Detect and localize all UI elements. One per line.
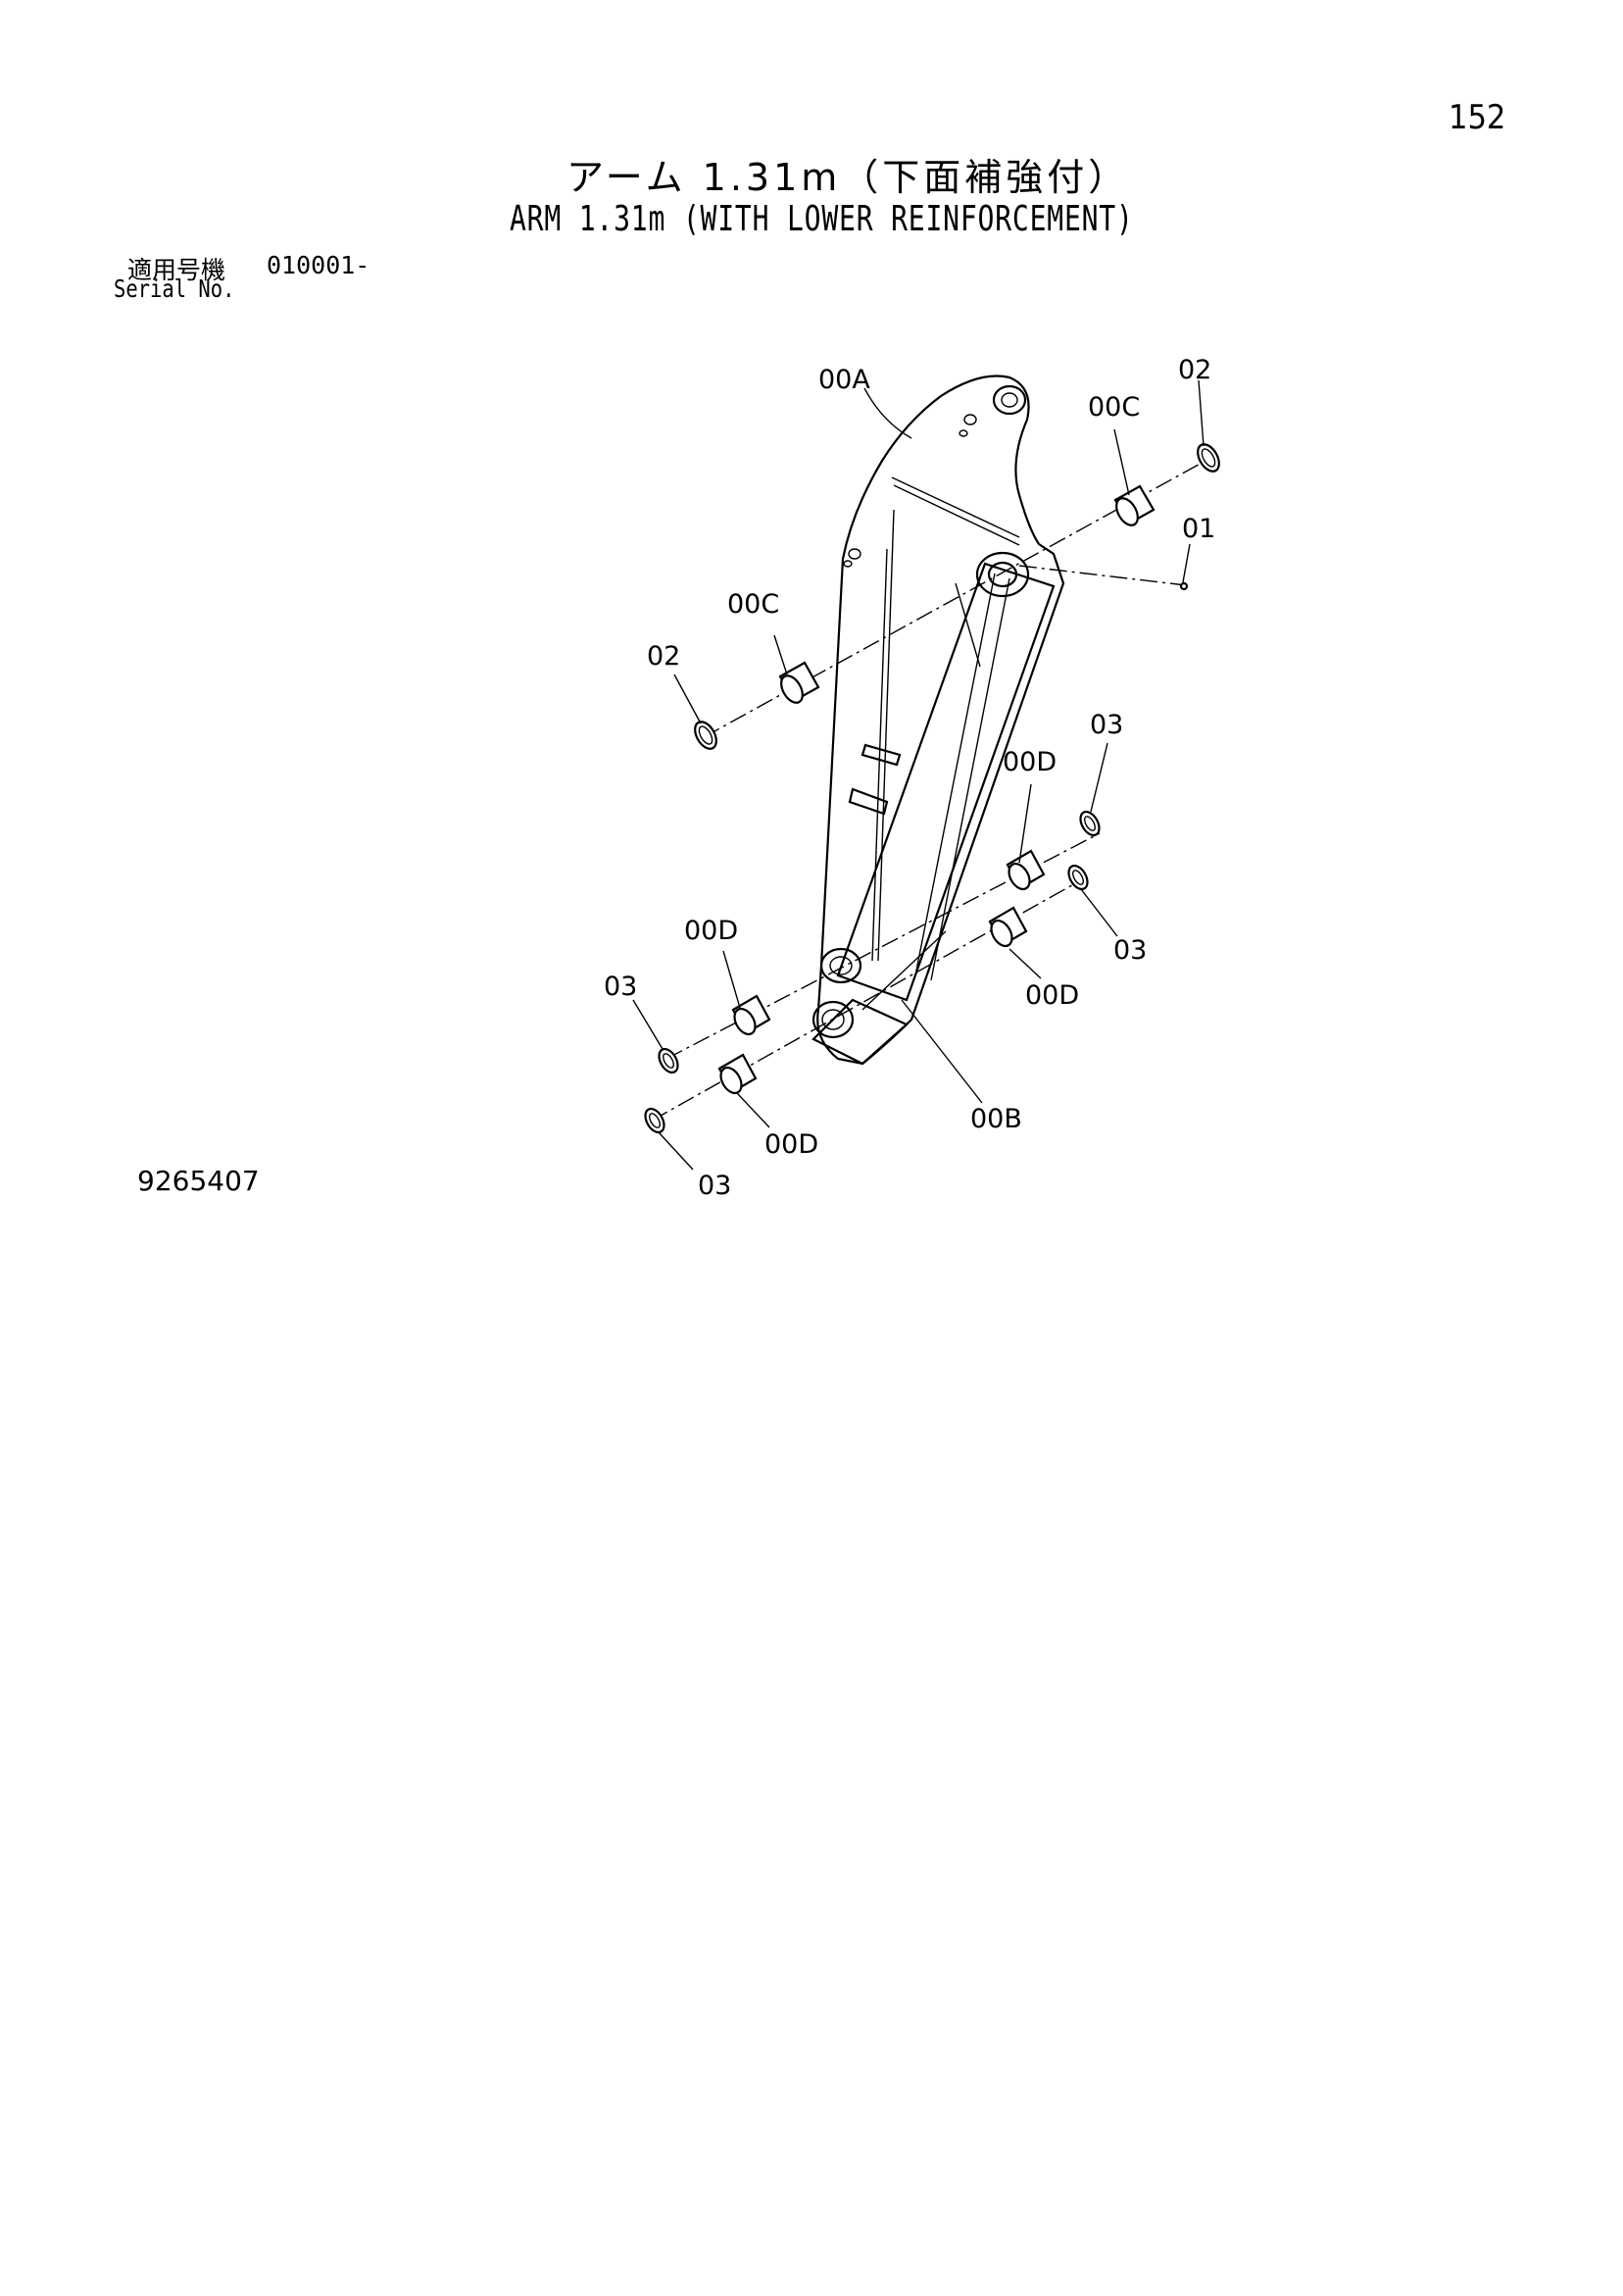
- callout-00D-right-upper: 00D: [1003, 747, 1057, 777]
- ring-03-left-upper: [658, 1047, 679, 1074]
- arm-drawing: [812, 374, 1065, 1066]
- callout-00A: 00A: [818, 365, 870, 395]
- page-title-japanese: アーム 1.31m（下面補強付）: [566, 156, 1130, 199]
- callout-03-left-lower: 03: [698, 1171, 731, 1201]
- page-title-english: ARM 1.31m (WITH LOWER REINFORCEMENT): [510, 199, 1134, 239]
- bushing-00D-left-lower: [717, 1053, 758, 1095]
- callout-01: 01: [1182, 514, 1215, 544]
- parts: [644, 443, 1220, 1134]
- serial-label-english: Serial No.: [114, 275, 235, 303]
- serial-label-japanese: 適用号機: [127, 256, 226, 284]
- drawing-number: 9265407: [137, 1165, 260, 1197]
- callout-02-right: 02: [1178, 355, 1211, 385]
- callout-03-left-upper: 03: [604, 972, 637, 1002]
- callout-00C-right: 00C: [1088, 392, 1140, 423]
- grease-fitting-01: [1179, 581, 1189, 591]
- ring-03-right-lower: [1067, 864, 1089, 891]
- page-number: 152: [1449, 98, 1506, 137]
- callout-00D-left-lower: 00D: [764, 1129, 818, 1160]
- bushing-00D-left-upper: [731, 994, 771, 1036]
- callout-00B: 00B: [970, 1104, 1022, 1134]
- callout-00C-left: 00C: [727, 589, 779, 620]
- ring-02-left: [694, 721, 717, 750]
- callout-03-right-lower: 03: [1113, 935, 1147, 966]
- callout-03-right-upper: 03: [1090, 710, 1123, 740]
- callout-00D-left-upper: 00D: [684, 916, 738, 946]
- bushing-00D-right-lower: [988, 906, 1028, 948]
- ring-02-right: [1197, 443, 1220, 473]
- ring-03-left-lower: [644, 1107, 665, 1134]
- bushing-00C-left: [778, 661, 820, 704]
- leader-lines: [632, 379, 1205, 1171]
- callout-00D-right-lower: 00D: [1025, 980, 1079, 1011]
- bushing-00C-right: [1113, 484, 1156, 526]
- serial-range: 010001-: [267, 251, 370, 279]
- callout-labels: 00A 00C 02 01 00C 02 03 00D 03 00D 00D 0…: [604, 355, 1215, 1201]
- callout-02-left: 02: [647, 641, 680, 672]
- bushing-00D-right-upper: [1006, 849, 1046, 891]
